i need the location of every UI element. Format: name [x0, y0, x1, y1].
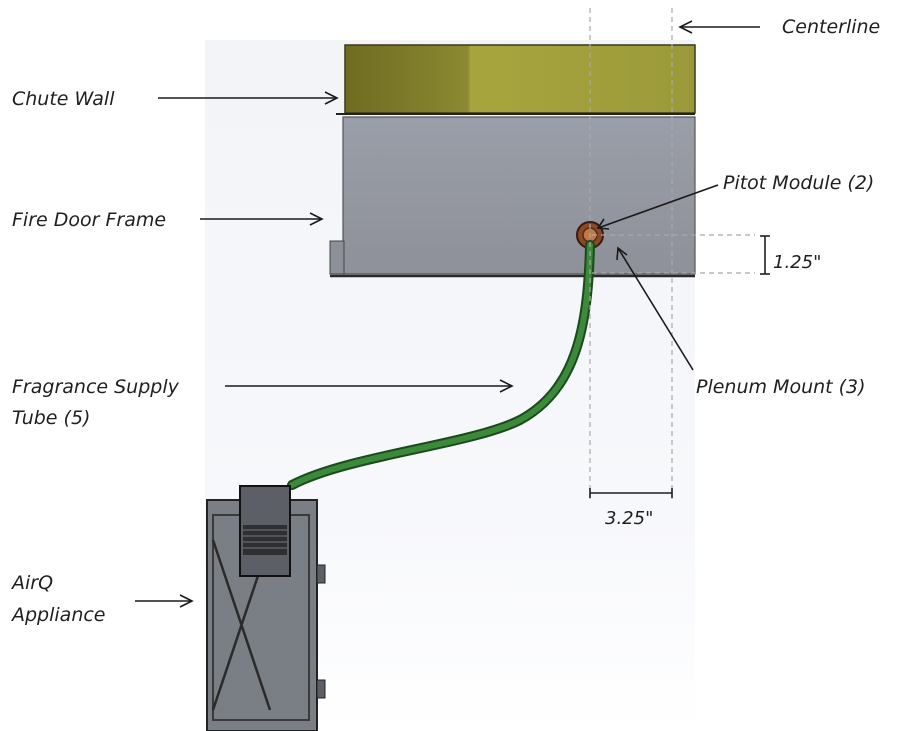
airq-appliance-arrow — [135, 594, 194, 608]
fragrance-tube-shape — [289, 242, 593, 488]
fragrance-tube-label-line2: Tube (5) — [12, 407, 90, 429]
fragrance-tube-label-line1: Fragrance Supply — [12, 376, 180, 398]
vertical-dimension-label: 1.25" — [773, 252, 821, 273]
chute-wall-arrow — [158, 91, 339, 105]
pitot-module-label: Pitot Module (2) — [723, 172, 874, 194]
pitot-module-arrow — [596, 184, 719, 230]
frame-bottom-lip — [329, 240, 345, 275]
leader-arrows — [135, 20, 760, 608]
airq-appliance-label-line2: Appliance — [10, 604, 106, 626]
plenum-mount-arrow — [616, 246, 694, 371]
centerline-label: Centerline — [782, 16, 880, 38]
fire-door-frame-shape — [342, 116, 696, 275]
fire-door-frame-arrow — [200, 212, 324, 226]
plenum-mount-label: Plenum Mount (3) — [696, 376, 866, 398]
centerline-arrow — [678, 20, 760, 34]
vertical-dimension-marker — [760, 235, 770, 275]
fire-door-frame-label: Fire Door Frame — [12, 209, 166, 231]
horizontal-dimension-marker — [589, 488, 673, 498]
chute-wall-label: Chute Wall — [12, 88, 115, 110]
airq-appliance-label-line1: AirQ — [10, 572, 53, 594]
horizontal-dimension-label: 3.25" — [605, 508, 653, 529]
chute-wall-shape — [344, 44, 696, 114]
fragrance-tube-arrow — [225, 379, 514, 393]
airq-appliance-shape — [206, 485, 326, 731]
